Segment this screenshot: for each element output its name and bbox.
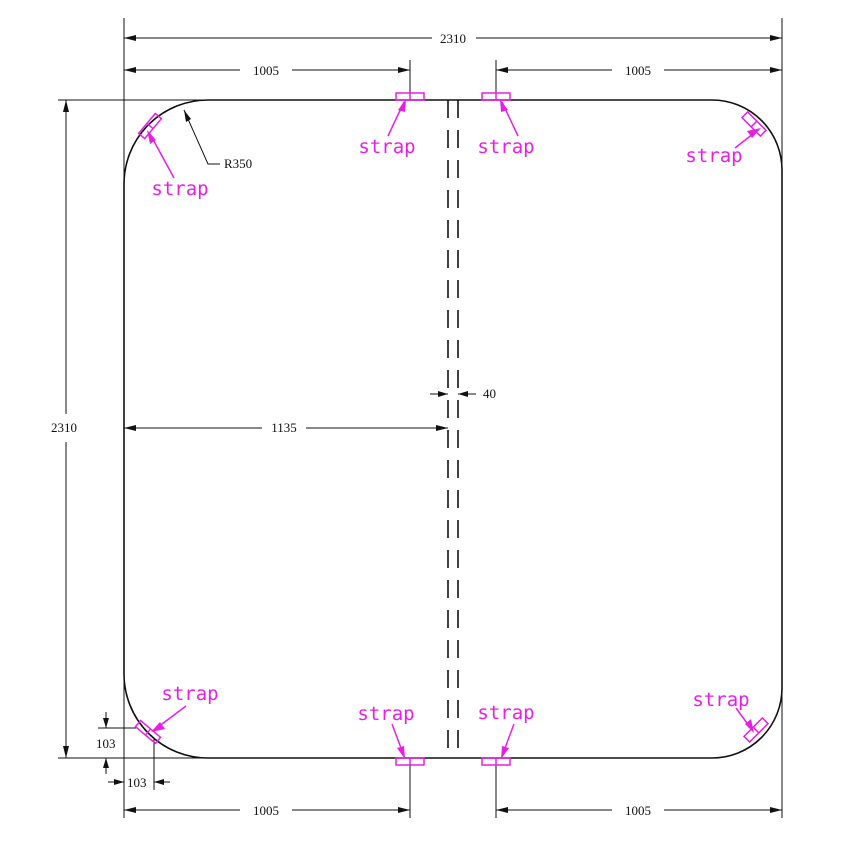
strap-label-top-left: strap (151, 178, 208, 200)
strap-label-top-center-left: strap (358, 136, 415, 158)
top-right-span-text: 1005 (625, 63, 651, 78)
strap-label-bottom-left: strap (161, 683, 218, 705)
bottom-left-span-dimension (124, 764, 411, 818)
strap-leaders (147, 99, 761, 759)
strap-label-top-center-right: strap (477, 136, 534, 158)
corner-reference-lines (58, 18, 783, 818)
strap-offset-vertical-dimension (98, 712, 136, 774)
top-left-span-text: 1005 (253, 63, 279, 78)
strap-offset-horizontal-text: 103 (127, 775, 147, 790)
strap-offset-horizontal-dimension (108, 738, 170, 790)
overall-height-text: 2310 (51, 420, 77, 435)
strap-marker-bottom-center-left (395, 757, 425, 766)
seam-gap-dimension (430, 391, 476, 397)
bottom-left-span-text: 1005 (253, 803, 279, 818)
strap-label-top-right: strap (685, 145, 742, 167)
center-seam (447, 100, 459, 758)
strap-marker-bottom-left (134, 719, 162, 745)
bottom-right-span-text: 1005 (625, 803, 651, 818)
strap-marker-top-center-right (481, 92, 511, 101)
strap-label-bottom-center-right: strap (477, 702, 534, 724)
corner-radius-leader (183, 109, 220, 165)
seam-offset-text: 1135 (271, 420, 297, 435)
seam-gap-text: 40 (483, 386, 496, 401)
bottom-right-span-dimension (495, 764, 782, 818)
strap-label-bottom-center-left: strap (357, 703, 414, 725)
overall-width-dimension (124, 35, 782, 41)
strap-marker-top-left (137, 112, 163, 140)
top-left-span-dimension (124, 60, 411, 94)
overall-width-text: 2310 (440, 31, 466, 46)
strap-offset-vertical-text: 103 (96, 736, 116, 751)
strap-marker-top-center-left (395, 92, 425, 101)
overall-height-dimension (63, 100, 69, 758)
strap-marker-bottom-center-right (481, 757, 511, 766)
strap-marker-top-right (740, 110, 768, 138)
strap-label-bottom-right: strap (692, 689, 749, 711)
top-right-span-dimension (495, 60, 782, 94)
cover-outline (123, 99, 783, 759)
strap-marker-bottom-right (742, 716, 770, 744)
seam-offset-dimension (124, 425, 448, 431)
corner-radius-text: R350 (224, 156, 252, 171)
